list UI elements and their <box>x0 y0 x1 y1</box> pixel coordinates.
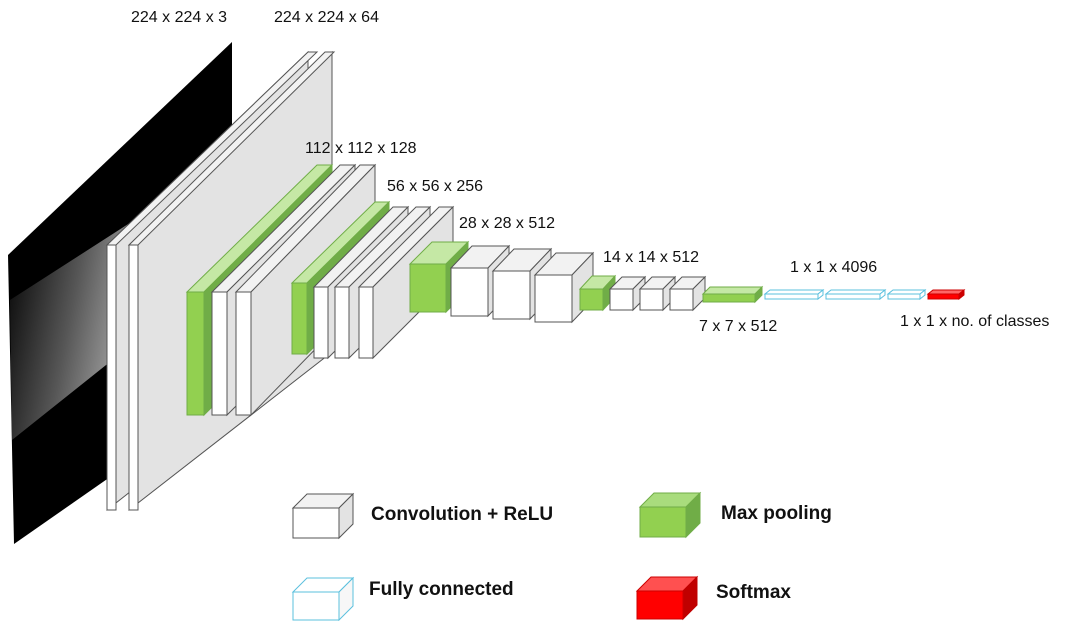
label-conv5-dim: 14 x 14 x 512 <box>603 249 700 266</box>
label-conv3-dim: 56 x 56 x 256 <box>387 178 484 195</box>
label-softmax-dim: 1 x 1 x no. of classes <box>900 313 1050 330</box>
legend-softmax-label: Softmax <box>716 582 791 603</box>
legend-conv-label: Convolution + ReLU <box>371 504 554 525</box>
legend-conv-swatch <box>291 492 355 540</box>
softmax-layer <box>926 288 966 301</box>
pool4-layer <box>578 274 617 312</box>
conv5-layer-b <box>638 275 677 312</box>
legend-softmax-swatch <box>635 575 699 621</box>
legend-pool-label: Max pooling <box>721 503 832 524</box>
fc2-layer <box>824 288 887 301</box>
label-conv4-dim: 28 x 28 x 512 <box>459 215 556 232</box>
conv-block-5 <box>578 274 707 312</box>
legend-fc-swatch <box>291 576 355 621</box>
label-fc-dim: 1 x 1 x 4096 <box>790 259 878 276</box>
legend-pool-swatch <box>638 491 702 539</box>
label-input-dim: 224 x 224 x 3 <box>131 9 228 26</box>
label-pool5-dim: 7 x 7 x 512 <box>699 318 778 335</box>
label-conv1-dim: 224 x 224 x 64 <box>274 9 379 26</box>
conv4-layer-a <box>449 244 511 318</box>
label-conv2-dim: 112 x 112 x 128 <box>305 140 417 157</box>
fc1-layer <box>763 288 825 301</box>
fc3-layer <box>886 288 927 301</box>
conv-block-4 <box>408 240 595 324</box>
legend-fc-label: Fully connected <box>369 579 514 600</box>
pool5-layer <box>701 285 764 304</box>
fc-layers <box>763 288 927 301</box>
